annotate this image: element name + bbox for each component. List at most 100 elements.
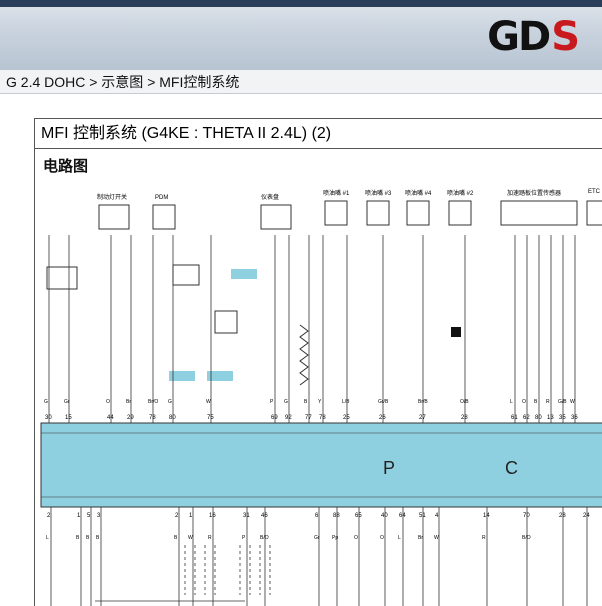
- wire-color-top: Gr/B: [378, 399, 389, 405]
- component-injector-4: 喷油嘴 #4: [405, 189, 432, 226]
- wire-color-top: W: [570, 399, 575, 405]
- pin-top: 69: [271, 415, 278, 421]
- svg-text:喷油嘴 #3: 喷油嘴 #3: [365, 189, 392, 197]
- pin-top: 80: [535, 415, 542, 421]
- wire-color-top: Y: [318, 399, 322, 405]
- wire-color-top: G: [44, 399, 48, 405]
- pin-top: 13: [547, 415, 554, 421]
- pin-bottom: 2: [47, 513, 51, 519]
- logo-text: GD: [487, 14, 551, 60]
- pin-bottom: 70: [523, 513, 530, 519]
- wire-color-bottom: R: [208, 535, 212, 541]
- pin-top: 35: [559, 415, 566, 421]
- ecm-letter-c: C: [505, 458, 518, 478]
- wire-color-bottom: R: [482, 535, 486, 541]
- component-etc: ETC: [586, 189, 602, 226]
- wire-color-top: O/B: [460, 399, 469, 405]
- pin-bottom: 4: [435, 513, 439, 519]
- pin-top: 80: [169, 415, 176, 421]
- pin-top: 61: [511, 415, 518, 421]
- wire-color-top: B: [304, 399, 308, 405]
- wire-color-top: Br: [126, 399, 131, 405]
- component-smart-key: [172, 264, 238, 334]
- pin-bottom: 16: [209, 513, 216, 519]
- gds-logo: GD S: [487, 14, 580, 60]
- wire-color-bottom: P: [242, 535, 246, 541]
- circuit-diagram: P C 制动灯开关 PDM 仪表盘 喷油嘴 #1 喷油嘴 #3 喷油嘴 #4: [40, 189, 602, 606]
- pin-top: 44: [107, 415, 114, 421]
- ecm-module: [40, 422, 602, 508]
- pin-bottom: 3: [97, 513, 101, 519]
- pin-bottom: 28: [559, 513, 566, 519]
- pin-top: 92: [285, 415, 292, 421]
- wire-color-bottom: B: [76, 535, 80, 541]
- pin-top: 30: [45, 415, 52, 421]
- wire-color-bottom: Pp: [332, 535, 338, 541]
- wire-color-top: G: [284, 399, 288, 405]
- pin-top: 26: [379, 415, 386, 421]
- wire-color-top: Br/B: [418, 399, 428, 405]
- wire-color-top: Gr: [64, 399, 70, 405]
- header-banner: GD S: [0, 0, 602, 70]
- svg-text:加速踏板位置传感器: 加速踏板位置传感器: [507, 189, 561, 197]
- pin-bottom: 31: [243, 513, 250, 519]
- wire-color-top: O: [522, 399, 526, 405]
- svg-text:ETC: ETC: [588, 189, 601, 195]
- pin-bottom: 40: [381, 513, 388, 519]
- wire-color-top: B: [534, 399, 538, 405]
- wire-color-bottom: W: [434, 535, 439, 541]
- wire-color-top: Br/O: [148, 399, 158, 405]
- pin-bottom: 5: [87, 513, 91, 519]
- wire-color-bottom: B: [174, 535, 178, 541]
- wire-color-top: G: [168, 399, 172, 405]
- wire-color-bottom: O: [380, 535, 384, 541]
- pin-bottom: 46: [261, 513, 268, 519]
- section-title: 电路图: [43, 158, 89, 175]
- wire-color-bottom: B/O: [522, 535, 531, 541]
- component-brake-switch: 制动灯开关: [97, 193, 130, 230]
- pin-bottom: 24: [583, 513, 590, 519]
- wire-color-bottom: B: [96, 535, 100, 541]
- pin-bottom: 88: [333, 513, 340, 519]
- wire-color-bottom: B: [86, 535, 90, 541]
- wire-color-bottom: Br: [418, 535, 423, 541]
- pin-top: 25: [343, 415, 350, 421]
- wire-color-top: L: [510, 399, 513, 405]
- wire-color-bottom: W: [188, 535, 193, 541]
- wire-color-bottom: Gr: [314, 535, 320, 541]
- breadcrumb[interactable]: G 2.4 DOHC > 示意图 > MFI控制系统: [0, 70, 602, 94]
- wire-color-bottom: L: [398, 535, 401, 541]
- logo-accent: S: [551, 14, 580, 60]
- wire-color-bottom: L: [46, 535, 49, 541]
- cyan-notes: [169, 269, 257, 381]
- wire-color-bottom: B/O: [260, 535, 269, 541]
- svg-text:仪表盘: 仪表盘: [261, 193, 279, 201]
- pin-top: 27: [419, 415, 426, 421]
- ecm-letter-p: P: [383, 458, 395, 478]
- pin-bottom: 2: [175, 513, 179, 519]
- component-accelerator-sensor: 加速踏板位置传感器: [500, 189, 578, 226]
- pin-top: 75: [207, 415, 214, 421]
- pin-top: 29: [127, 415, 134, 421]
- wire-color-top: L/B: [342, 399, 350, 405]
- wires: [48, 235, 588, 606]
- document-panel: MFI 控制系统 (G4KE : THETA II 2.4L) (2) 电路图 …: [34, 118, 602, 606]
- document-title: MFI 控制系统 (G4KE : THETA II 2.4L) (2): [35, 119, 602, 149]
- svg-text:喷油嘴 #1: 喷油嘴 #1: [323, 189, 350, 197]
- component-left-switch: [46, 266, 78, 290]
- component-cluster: 仪表盘: [260, 193, 292, 230]
- component-injector-2: 喷油嘴 #2: [447, 189, 474, 226]
- pin-bottom: 6: [315, 513, 319, 519]
- banner-top-bar: [0, 0, 602, 7]
- svg-text:喷油嘴 #4: 喷油嘴 #4: [405, 189, 432, 197]
- pin-bottom: 1: [189, 513, 193, 519]
- svg-text:PDM: PDM: [155, 195, 168, 201]
- pin-bottom: 14: [483, 513, 490, 519]
- connector-marker: [451, 327, 461, 337]
- svg-text:喷油嘴 #2: 喷油嘴 #2: [447, 189, 474, 197]
- pin-top: 77: [305, 415, 312, 421]
- pin-top: 36: [571, 415, 578, 421]
- wave-coil: [299, 324, 309, 386]
